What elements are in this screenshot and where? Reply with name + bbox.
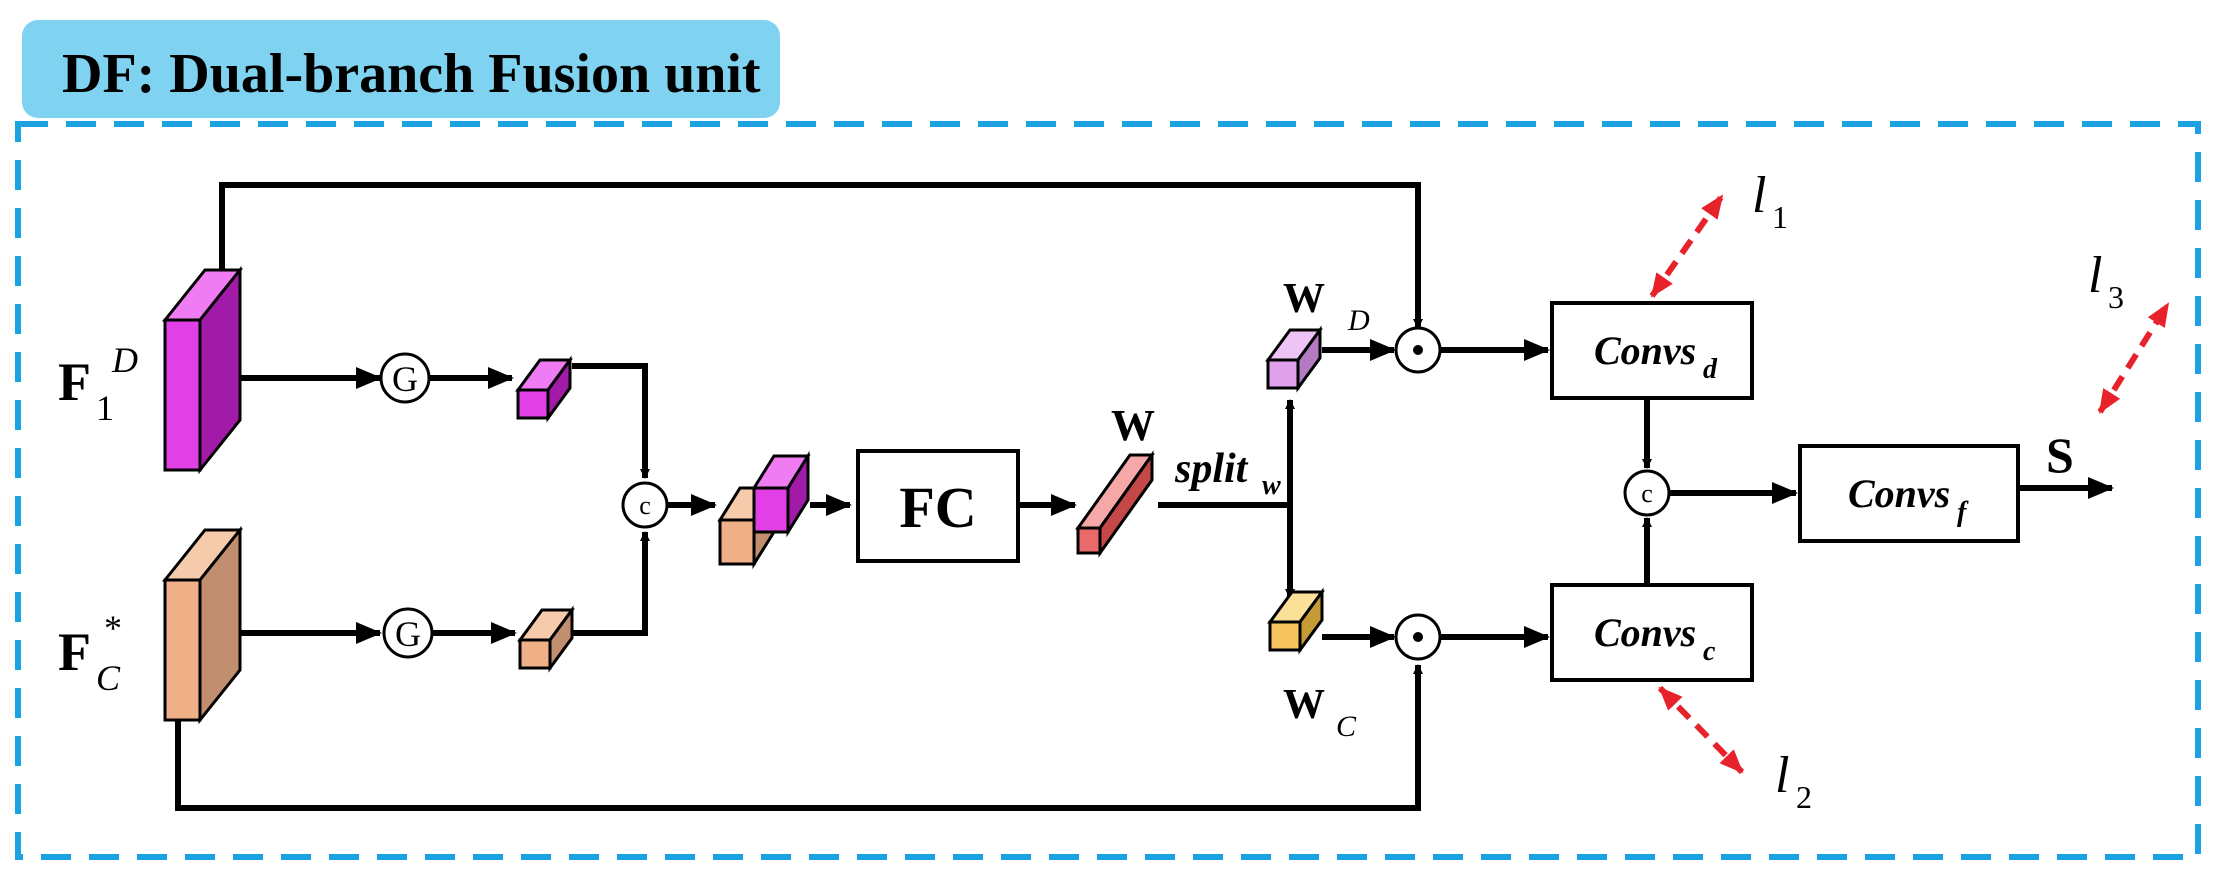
- convs-f-label: Convs f: [1848, 471, 1969, 528]
- w-label: W: [1111, 401, 1155, 450]
- svg-text:c: c: [1641, 479, 1653, 508]
- wc-label: W C: [1283, 682, 1357, 743]
- svg-text:G: G: [395, 614, 421, 654]
- svg-text:w: w: [1262, 470, 1281, 501]
- svg-text:Convs: Convs: [1594, 610, 1696, 655]
- label-fc-star: F C *: [58, 608, 122, 698]
- svg-text:C: C: [96, 658, 121, 698]
- svg-text:F: F: [58, 622, 91, 682]
- svg-text:3: 3: [2108, 279, 2124, 315]
- wd-vector: [1265, 325, 1323, 393]
- gap-op-bottom: G: [382, 607, 434, 659]
- convs-c-label: Convs c: [1594, 610, 1716, 667]
- line-vector-top-to-concat: [572, 363, 650, 479]
- svg-text:C: C: [1336, 710, 1357, 743]
- svg-text:d: d: [1703, 354, 1718, 385]
- svg-text:F: F: [58, 352, 91, 412]
- svg-text:f: f: [1957, 497, 1969, 528]
- svg-text:G: G: [392, 359, 418, 399]
- label-f1d: F 1 D: [58, 340, 138, 428]
- pooled-vector-bottom: [517, 605, 575, 673]
- fc-feature-block: [161, 525, 244, 725]
- svg-text:2: 2: [1796, 779, 1812, 815]
- svg-text:Convs: Convs: [1594, 328, 1696, 373]
- convs-d-label: Convs d: [1594, 328, 1718, 385]
- svg-text:1: 1: [1772, 199, 1788, 235]
- loss-arrow-l3: [2097, 302, 2171, 414]
- skip-line-bottom: [175, 664, 1423, 811]
- svg-text:Convs: Convs: [1848, 471, 1950, 516]
- header-title: DF: Dual-branch Fusion unit: [62, 43, 761, 105]
- svg-text:D: D: [111, 340, 138, 380]
- concat-op-right: c: [1623, 469, 1671, 517]
- wc-vector: [1267, 587, 1325, 655]
- w-vector: [1075, 450, 1155, 558]
- header-pill: [22, 20, 780, 118]
- svg-text:l: l: [1752, 167, 1766, 224]
- svg-text:c: c: [1703, 636, 1716, 667]
- svg-text:l: l: [2088, 247, 2102, 304]
- loss-label-l2: l 2: [1775, 747, 1812, 815]
- loss-label-l1: l 1: [1752, 167, 1788, 235]
- loss-label-l3: l 3: [2088, 247, 2124, 315]
- svg-text:*: *: [104, 608, 122, 648]
- concatenated-vector: [717, 450, 811, 570]
- convs-f-block: [1798, 444, 2020, 543]
- svg-text:c: c: [639, 491, 651, 520]
- convs-c-block: [1550, 583, 1754, 682]
- svg-text:W: W: [1283, 276, 1325, 322]
- svg-text:1: 1: [96, 388, 114, 428]
- loss-arrow-l1: [1649, 194, 1725, 298]
- concat-op-left: c: [621, 481, 669, 529]
- dashed-frame: [15, 121, 2201, 860]
- fc-block: [856, 449, 1020, 563]
- split-label: split w: [1174, 446, 1281, 501]
- convs-d-block: [1550, 301, 1754, 400]
- fc-block-label: FC: [899, 475, 976, 540]
- gap-op-top: G: [379, 352, 431, 404]
- skip-line-top: [219, 182, 1423, 329]
- svg-text:D: D: [1347, 304, 1370, 337]
- pooled-vector-top: [515, 355, 573, 423]
- multiply-op-top: [1394, 326, 1442, 374]
- line-vector-bottom-to-concat: [572, 531, 650, 636]
- f1-feature-block: [161, 265, 244, 475]
- output-label: S: [2046, 427, 2074, 483]
- svg-text:split: split: [1174, 446, 1249, 492]
- multiply-op-bottom: [1394, 613, 1442, 661]
- wd-label: W D: [1283, 276, 1370, 337]
- svg-text:l: l: [1775, 747, 1789, 804]
- svg-text:W: W: [1283, 682, 1325, 728]
- loss-arrow-l2: [1657, 685, 1745, 775]
